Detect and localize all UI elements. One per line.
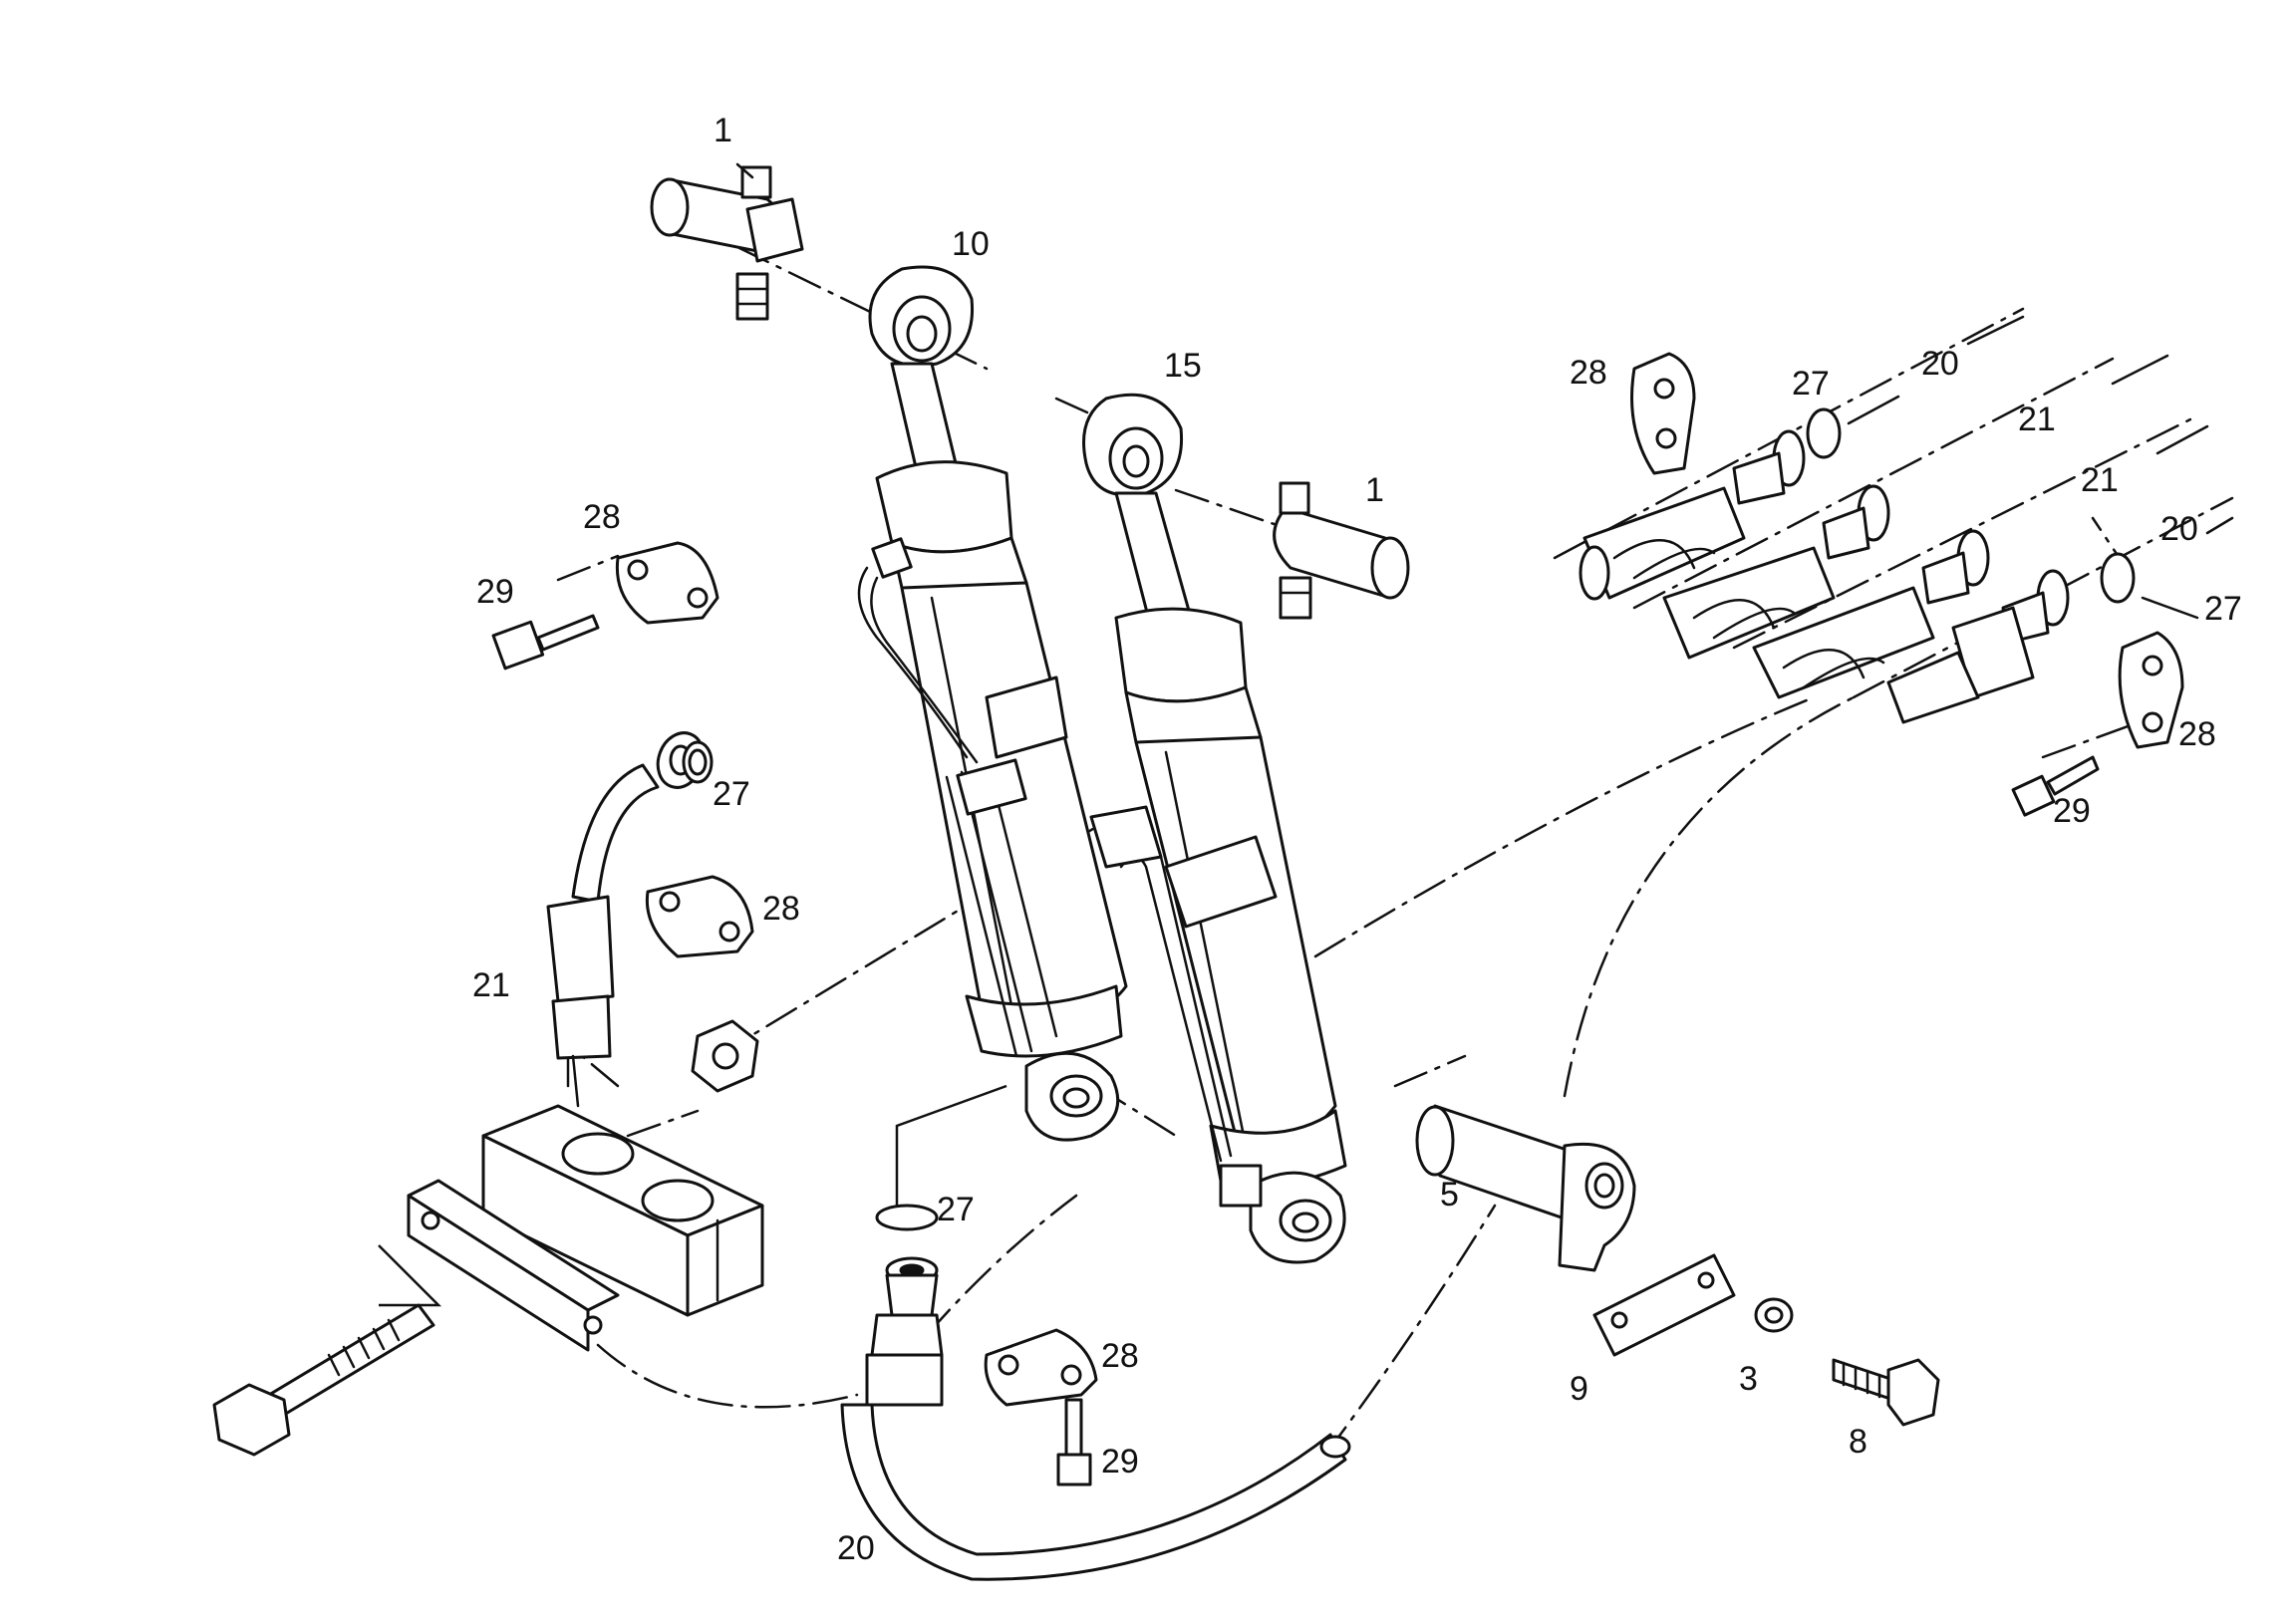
lock-plate [1592, 1253, 1736, 1357]
nut [691, 1019, 759, 1093]
hex-bolt [1832, 1358, 1940, 1427]
hose-bottom [840, 1256, 1351, 1581]
pin-with-lug [1415, 1104, 1636, 1272]
long-bolt [212, 1303, 435, 1457]
callout-21-middle-right: 21 [2081, 461, 2119, 499]
callout-27-right: 27 [2204, 590, 2242, 628]
callout-21-left: 21 [472, 966, 510, 1004]
callout-27-left: 27 [713, 775, 750, 813]
callout-20-right: 20 [2160, 510, 2198, 548]
callout-3: 3 [1739, 1360, 1758, 1398]
callout-28-middle-left: 28 [762, 890, 800, 928]
clamp-half-lower-right [2118, 631, 2184, 749]
pin-right [1273, 481, 1410, 620]
callout-28-right: 28 [2178, 715, 2216, 753]
callout-29-right: 29 [2053, 792, 2091, 830]
o-ring-upper-right [1806, 407, 1842, 459]
clamp-half-lower [984, 1328, 1098, 1407]
pin-top-left [650, 165, 804, 321]
callout-20-upper-right: 20 [1921, 345, 1959, 383]
bolt-upper-left [491, 614, 600, 671]
clamp-half-middle-left [645, 875, 754, 958]
o-ring-lower-right [2100, 552, 2136, 604]
o-ring-lower [875, 1204, 939, 1231]
callout-28-upper-left: 28 [583, 498, 621, 536]
clamp-half-upper-right [1630, 352, 1696, 475]
callout-28-upper-right: 28 [1570, 354, 1607, 392]
callout-labels: 1 10 15 1 28 27 20 21 21 20 27 28 29 28 … [472, 112, 2242, 1567]
callout-1-right: 1 [1365, 471, 1384, 509]
callout-ticks [735, 162, 2234, 620]
clamp-strap [407, 1179, 620, 1352]
callout-5: 5 [1440, 1176, 1459, 1214]
hose-fitting-upper-right [1578, 429, 1806, 601]
callout-27-upper-right: 27 [1792, 365, 1830, 403]
hydraulic-cylinder-left [857, 265, 1128, 1142]
hose-fitting-short-right [1886, 569, 2070, 724]
callout-1-top: 1 [714, 112, 732, 149]
callout-29-lower: 29 [1101, 1443, 1139, 1481]
hose-fitting-middle-right [1662, 484, 1890, 660]
bolt-right [2011, 755, 2100, 817]
callout-8: 8 [1849, 1423, 1867, 1461]
hydraulic-cylinder-right [1082, 393, 1347, 1264]
washer [1754, 1297, 1794, 1333]
hose-left [546, 731, 714, 1108]
callout-29-upper-left: 29 [476, 573, 514, 611]
clamp-half-upper-left [615, 541, 719, 625]
callout-20-lower: 20 [837, 1529, 875, 1567]
callout-15: 15 [1164, 347, 1202, 385]
callout-27-lower: 27 [937, 1191, 975, 1228]
callout-28-lower: 28 [1101, 1337, 1139, 1375]
callout-10: 10 [952, 225, 990, 263]
hose-fitting-lower-right [1752, 529, 1990, 699]
mounting-block [481, 1104, 764, 1317]
callout-21-upper-right: 21 [2018, 401, 2056, 438]
callout-9: 9 [1570, 1370, 1588, 1408]
bolt-lower [1056, 1398, 1092, 1486]
